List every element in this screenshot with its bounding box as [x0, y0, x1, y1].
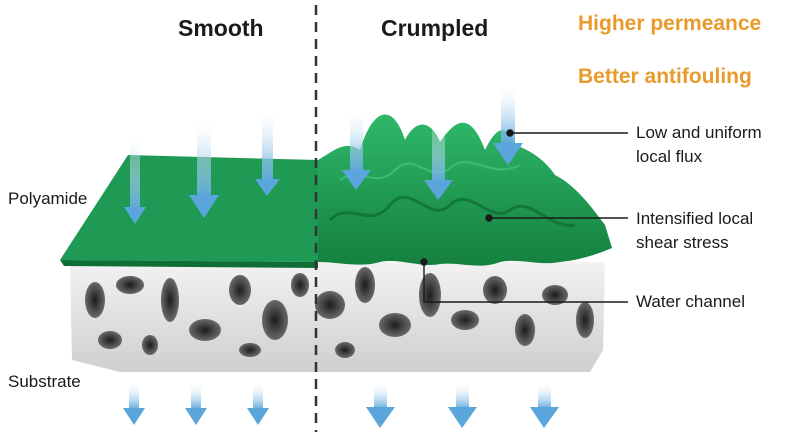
annotation-shear-stress-line2: shear stress: [636, 233, 729, 252]
flow-arrow-icon: [123, 384, 145, 425]
crumpled-heading: Crumpled: [381, 15, 489, 41]
leader-lines: [420, 129, 628, 303]
flow-arrow-icon: [424, 125, 453, 200]
benefit-antifouling: Better antifouling: [578, 65, 752, 88]
annotation-local-flux: Low and uniform local flux: [636, 121, 762, 169]
annotation-shear-stress-line1: Intensified local: [636, 209, 754, 228]
flow-arrow-icon: [366, 384, 395, 428]
flow-arrow-icon: [247, 384, 269, 425]
annotation-shear-stress: Intensified local shear stress: [636, 207, 753, 255]
annotation-local-flux-line2: local flux: [636, 147, 703, 166]
smooth-heading: Smooth: [178, 15, 264, 41]
flow-arrow-icon: [530, 384, 559, 428]
flow-arrow-icon: [255, 112, 280, 196]
flow-arrow-icon: [124, 138, 146, 224]
flow-arrow-icon: [185, 384, 207, 425]
flow-arrow-icon: [448, 384, 477, 428]
polyamide-label: Polyamide: [8, 189, 88, 208]
substrate-pores: [85, 267, 594, 358]
flow-arrow-icon: [342, 112, 371, 190]
substrate-label: Substrate: [8, 372, 81, 391]
smooth-polyamide-layer: [60, 155, 318, 262]
annotation-water-channel: Water channel: [636, 292, 745, 311]
crumpled-polyamide-layer: [318, 114, 612, 266]
annotation-local-flux-line1: Low and uniform: [636, 123, 762, 142]
flow-arrow-icon: [189, 122, 219, 218]
benefit-permeance: Higher permeance: [578, 12, 762, 35]
